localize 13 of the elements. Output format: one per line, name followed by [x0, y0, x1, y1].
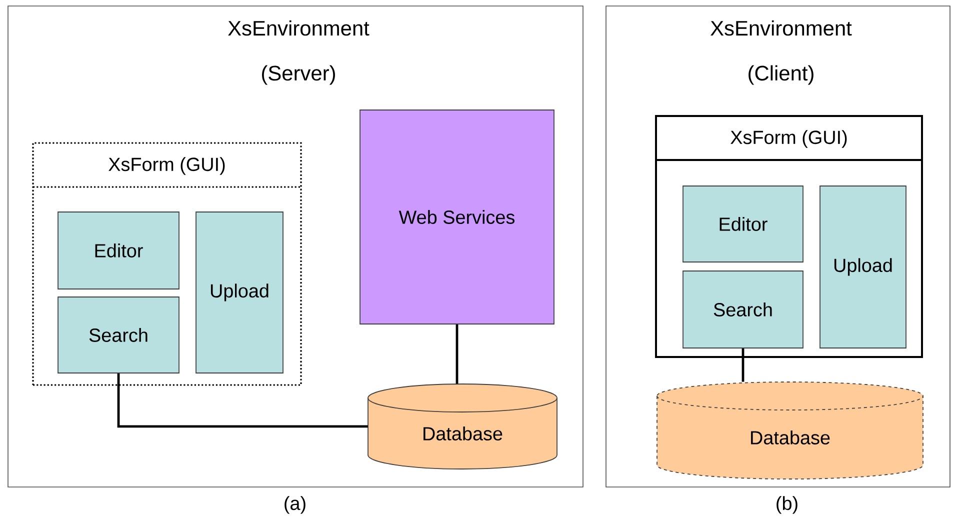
component-box: Search [58, 296, 180, 374]
connector-line [117, 373, 368, 428]
component-box: Editor [58, 212, 180, 290]
database-cylinder: Database [656, 382, 924, 480]
component-box: Upload [820, 186, 906, 348]
component-box: Search [682, 270, 804, 348]
panel-label: (a) [284, 496, 306, 514]
component-box: Editor [682, 186, 804, 262]
connector-line [456, 324, 458, 384]
connector-line [742, 348, 744, 382]
service-box: Web Services [360, 110, 554, 324]
component-box: Upload [196, 212, 284, 374]
database-cylinder: Database [368, 384, 558, 470]
